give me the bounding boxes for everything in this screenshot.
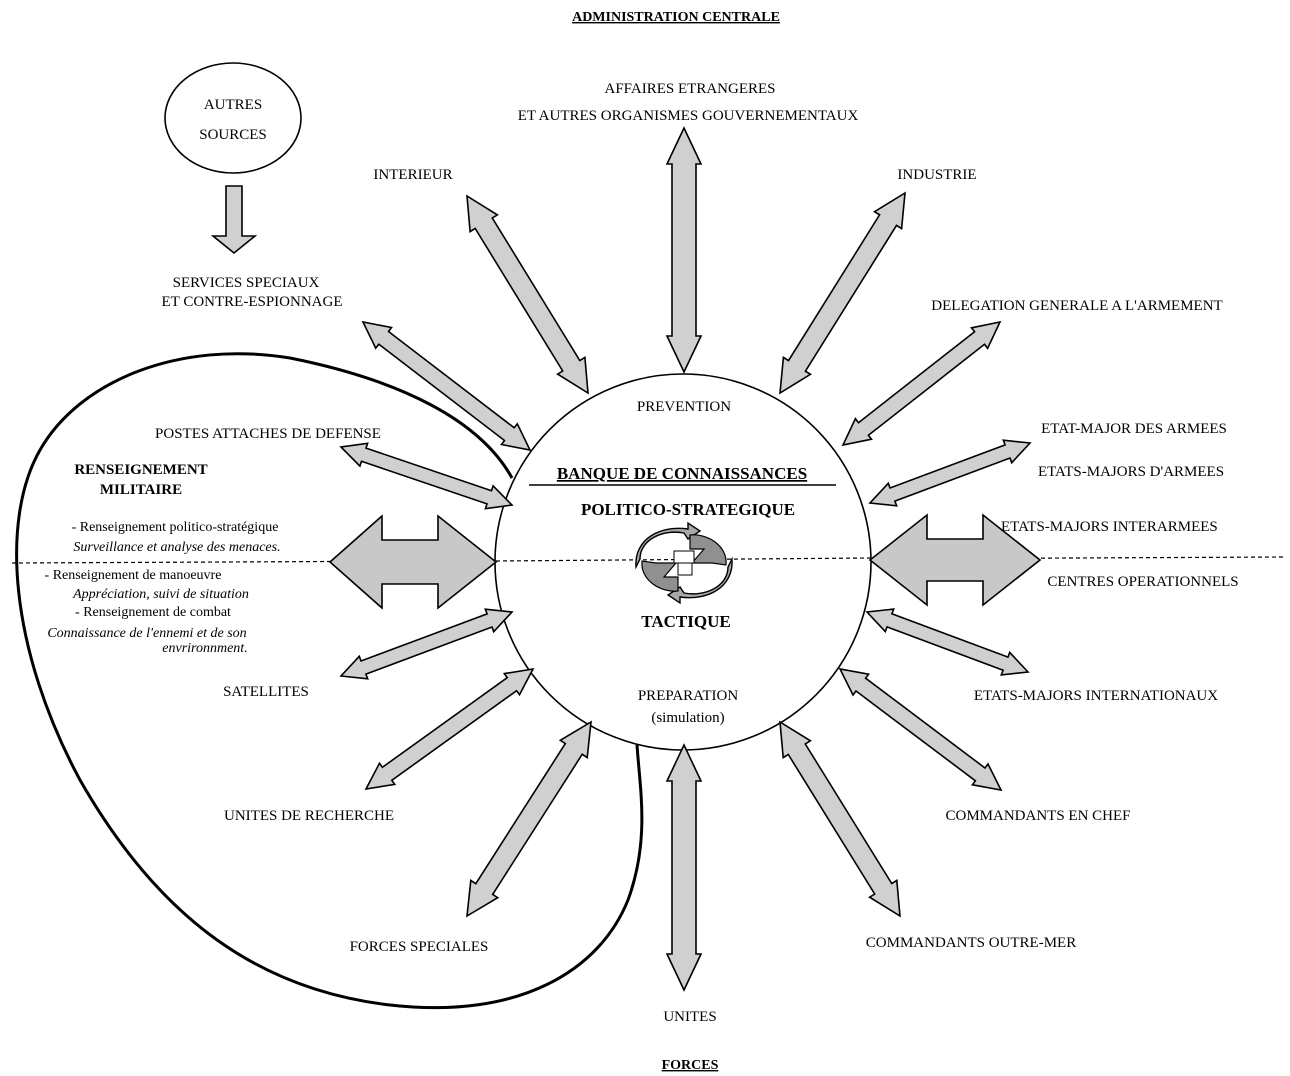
center-preparation: PREPARATION	[638, 688, 738, 704]
renseignement-item-3: - Renseignement de combat	[75, 605, 231, 620]
autres-sources-line2: SOURCES	[199, 127, 267, 143]
label-interieur: INTERIEUR	[373, 167, 452, 183]
label-delegation-armement: DELEGATION GENERALE A L'ARMEMENT	[931, 298, 1222, 314]
renseignement-militaire-boundary	[15, 352, 644, 1010]
arrow-postes	[339, 442, 514, 510]
arrow-etat-major	[868, 439, 1032, 507]
autres-sources-down-arrow	[210, 185, 258, 255]
arrow-satellites	[339, 608, 514, 680]
renseignement-item-3-desc-2: envrironnment.	[162, 641, 247, 656]
heading-forces: FORCES	[662, 1058, 719, 1073]
big-arrow-right	[868, 513, 1042, 607]
arrow-unites	[665, 743, 703, 992]
renseignement-item-2-desc: Appréciation, suivi de situation	[72, 587, 249, 602]
center-tactique: TACTIQUE	[641, 612, 730, 631]
arrow-affaires	[665, 126, 703, 374]
label-etat-major-armees: ETAT-MAJOR DES ARMEES	[1041, 421, 1227, 437]
autres-sources-ellipse	[164, 62, 302, 174]
big-arrow-left	[328, 514, 498, 610]
renseignement-item-2: - Renseignement de manoeuvre	[45, 568, 222, 583]
heading-administration-centrale: ADMINISTRATION CENTRALE	[572, 10, 780, 25]
label-etats-majors-armees: ETATS-MAJORS D'ARMEES	[1038, 464, 1224, 480]
label-commandants-chef: COMMANDANTS EN CHEF	[945, 808, 1130, 824]
cycle-icon	[635, 521, 733, 605]
label-unites-recherche: UNITES DE RECHERCHE	[224, 808, 394, 824]
arrow-services	[361, 320, 532, 452]
center-prevention: PREVENTION	[637, 399, 731, 415]
center-politico-strategique: POLITICO-STRATEGIQUE	[581, 500, 795, 519]
autres-sources-line1: AUTRES	[204, 97, 262, 113]
label-services-speciaux: SERVICES SPECIAUX	[173, 275, 320, 291]
label-etats-majors-interarmees: ETATS-MAJORS INTERARMEES	[1001, 519, 1218, 535]
label-autres-organismes: ET AUTRES ORGANISMES GOUVERNEMENTAUX	[518, 108, 859, 124]
label-postes-attaches: POSTES ATTACHES DE DEFENSE	[155, 426, 381, 442]
label-industrie: INDUSTRIE	[897, 167, 976, 183]
dashed-divider-inner	[495, 557, 871, 562]
label-forces-speciales: FORCES SPECIALES	[350, 939, 489, 955]
renseignement-title-1: RENSEIGNEMENT	[74, 462, 207, 478]
label-commandants-outre-mer: COMMANDANTS OUTRE-MER	[866, 935, 1076, 951]
arrow-unites-recherche	[364, 667, 535, 791]
arrow-commandants-chef	[838, 667, 1003, 792]
label-centres-operationnels: CENTRES OPERATIONNELS	[1047, 574, 1238, 590]
renseignement-item-3-desc-1: Connaissance de l'ennemi et de son	[47, 626, 246, 641]
label-etats-majors-internationaux: ETATS-MAJORS INTERNATIONAUX	[974, 688, 1218, 704]
renseignement-title-2: MILITAIRE	[100, 482, 182, 498]
renseignement-item-1-desc: Surveillance et analyse des menaces.	[73, 540, 280, 555]
arrow-delegation	[841, 320, 1002, 447]
arrow-interieur	[466, 194, 589, 395]
label-affaires-etrangeres: AFFAIRES ETRANGERES	[605, 81, 776, 97]
arrow-outre-mer	[779, 720, 901, 918]
connection-arrows	[339, 126, 1032, 992]
arrow-industrie	[779, 191, 906, 395]
renseignement-item-1: - Renseignement politico-stratégique	[72, 520, 279, 535]
label-unites: UNITES	[663, 1009, 716, 1025]
dashed-divider	[11, 556, 1286, 564]
center-banque-connaissances: BANQUE DE CONNAISSANCES	[557, 464, 807, 483]
arrow-forces-speciales	[466, 720, 592, 918]
center-simulation: (simulation)	[651, 710, 724, 726]
arrow-internationaux	[865, 608, 1030, 676]
label-satellites: SATELLITES	[223, 684, 309, 700]
label-contre-espionnage: ET CONTRE-ESPIONNAGE	[162, 294, 343, 310]
